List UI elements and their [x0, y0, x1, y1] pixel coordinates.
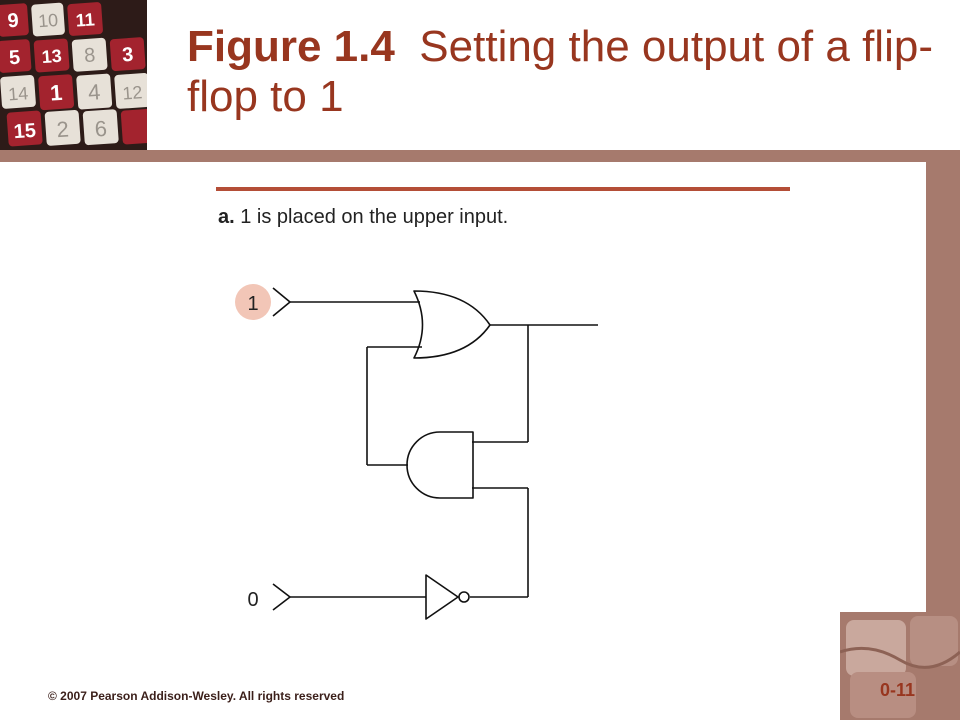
or-gate — [413, 290, 491, 359]
tile-bg — [109, 37, 146, 72]
tile-label: 6 — [94, 116, 108, 142]
upper-input-highlight — [235, 284, 271, 320]
figure-title-text: Setting the output of a flip-flop to 1 — [187, 22, 933, 121]
caption-text: 1 is placed on the upper input. — [240, 206, 509, 228]
upper-input-arrow — [272, 287, 291, 317]
tile-bg — [33, 38, 70, 73]
tile-bg — [67, 2, 103, 36]
tile-bg — [71, 37, 108, 72]
tile-label: 2 — [56, 116, 70, 142]
copyright-footer: © 2007 Pearson Addison-Wesley. All right… — [48, 689, 345, 703]
corner-tile-art-svg — [840, 612, 960, 720]
puzzle-logo-art: 9 10 11 5 13 8 3 14 1 4 12 15 2 6 — [0, 0, 147, 150]
puzzle-logo: 9 10 11 5 13 8 3 14 1 4 12 15 2 6 — [0, 0, 147, 150]
tile-label: 5 — [8, 47, 21, 70]
caption-label: a. — [218, 206, 235, 228]
tile-label: 8 — [83, 44, 96, 67]
inverter-bubble — [458, 591, 470, 603]
figure-caption: a. 1 is placed on the upper input. — [218, 206, 508, 229]
tile-label: 1 — [49, 80, 63, 106]
lower-input-value: 0 — [247, 589, 258, 611]
tile-bg — [6, 110, 43, 147]
tile-label: 4 — [87, 79, 101, 105]
tile-bg — [0, 74, 36, 109]
inverter-gate — [425, 574, 459, 620]
tile-bg — [38, 74, 75, 111]
lower-input-arrow — [272, 583, 291, 611]
corner-tile-art — [840, 612, 960, 720]
tile-label: 12 — [122, 82, 143, 103]
tile-bg — [82, 109, 119, 146]
tile-label: 10 — [37, 10, 58, 31]
header-band — [0, 150, 960, 162]
tile-label: 3 — [121, 44, 134, 67]
tile-bg — [0, 3, 29, 37]
slide-number: 0-11 — [880, 680, 916, 700]
tile-label: 13 — [41, 46, 62, 67]
tile-bg — [0, 39, 32, 73]
tile-bg — [31, 2, 65, 37]
tile-label: 11 — [75, 9, 95, 30]
upper-input-value: 1 — [247, 293, 258, 315]
tile-label: 15 — [13, 120, 37, 143]
and-gate — [406, 431, 474, 499]
tile-bg — [120, 108, 147, 145]
tile-label: 14 — [7, 83, 28, 104]
figure-rule — [216, 187, 790, 191]
tile-bg — [44, 109, 81, 146]
figure-number: Figure 1.4 — [187, 22, 395, 71]
tile-bg — [76, 73, 113, 110]
slide-title: Figure 1.4 Setting the output of a flip-… — [187, 22, 947, 122]
tile-label: 9 — [7, 10, 20, 33]
tile-bg — [114, 73, 147, 109]
